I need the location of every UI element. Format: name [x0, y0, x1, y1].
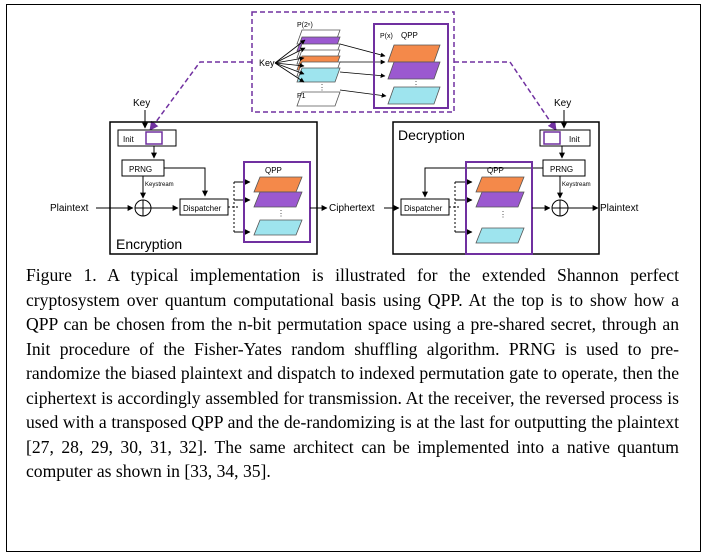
enc-prng-label: PRNG	[129, 165, 152, 174]
enc-key-label: Key	[133, 98, 150, 109]
svg-text:⋮: ⋮	[277, 209, 285, 218]
key-selection-panel: Key ⋮ P(2ⁿ) P1 P(x) QPP	[251, 11, 455, 113]
enc-qpp-label: QPP	[265, 166, 282, 175]
connector-to-encryption	[149, 61, 252, 131]
panel-key-label: Key	[259, 58, 275, 68]
figure-frame	[6, 4, 701, 552]
connector-to-decryption	[454, 61, 557, 131]
figure-caption: Figure 1. A typical implementation is il…	[26, 265, 679, 481]
dec-dispatcher-label: Dispatcher	[404, 204, 443, 213]
perm-bottom-label: P1	[297, 93, 306, 100]
dec-init-label: Init	[569, 135, 580, 144]
ciphertext-label: Ciphertext	[329, 203, 375, 214]
selected-qpp-box	[373, 23, 449, 109]
key-arrows	[274, 39, 387, 98]
svg-text:⋮: ⋮	[318, 83, 326, 92]
plaintext-in-label: Plaintext	[50, 203, 89, 214]
decryption-unit: Decryption Key Init PRNG Keystream Dispa…	[392, 98, 600, 255]
dec-prng-label: PRNG	[550, 165, 573, 174]
enc-init-label: Init	[123, 135, 134, 144]
permutation-stack: ⋮	[296, 29, 341, 107]
perm-selected-label: P(x)	[380, 33, 393, 40]
perm-top-label: P(2ⁿ)	[297, 22, 313, 29]
qpp-cryptosystem-diagram: Key ⋮ P(2ⁿ) P1 P(x) QPP	[50, 11, 639, 255]
enc-keystream-label: Keystream	[145, 182, 174, 188]
dec-key-label: Key	[554, 98, 571, 109]
enc-dispatcher-label: Dispatcher	[183, 204, 222, 213]
svg-text:⋮: ⋮	[499, 210, 507, 219]
plaintext-out-label: Plaintext	[600, 203, 639, 214]
encryption-unit: Key Init PRNG Keystream Dispatcher QPP ⋮…	[109, 98, 318, 255]
dec-title: Decryption	[398, 127, 465, 143]
enc-title: Encryption	[116, 236, 182, 252]
panel-qpp-label: QPP	[401, 31, 418, 40]
svg-text:⋮: ⋮	[412, 80, 420, 89]
enc-qpp-box	[243, 161, 311, 243]
dec-keystream-label: Keystream	[562, 182, 591, 188]
dec-qpp-label: QPP	[487, 166, 504, 175]
